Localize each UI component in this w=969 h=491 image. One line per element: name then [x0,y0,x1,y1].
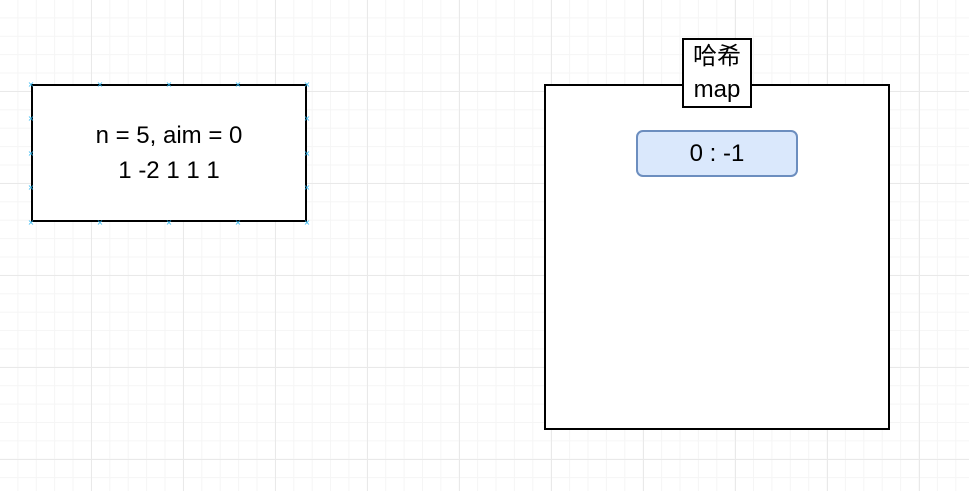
input-params-text: n = 5, aim = 0 [95,122,243,149]
input-array-text: 1 -2 1 1 1 [118,157,220,184]
input-values-box[interactable]: n = 5, aim = 0 1 -2 1 1 1 [31,84,307,222]
hash-map-entry-text: 0 : -1 [689,139,745,167]
hash-map-entry[interactable]: 0 : -1 [636,130,798,177]
hash-map-label-line1: 哈希 [693,43,741,70]
hash-map-label-line2: map [693,76,741,103]
hash-map-label[interactable]: 哈希 map [682,38,752,108]
